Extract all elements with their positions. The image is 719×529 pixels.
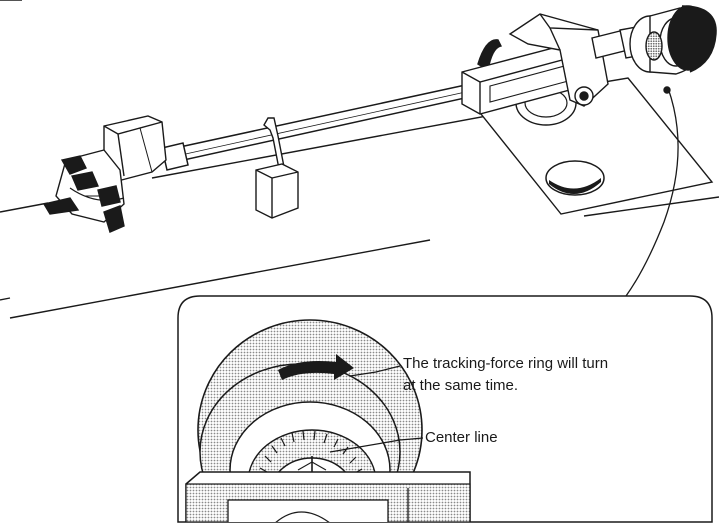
counterweight bbox=[591, 5, 717, 94]
center-line-callout: Center line bbox=[425, 427, 498, 449]
plinth-edges bbox=[0, 0, 719, 319]
center-line-leader bbox=[329, 437, 424, 453]
zoom-leader-line bbox=[625, 87, 679, 297]
zoom-inset bbox=[177, 295, 713, 523]
center-line-text: Center line bbox=[425, 429, 498, 446]
tracking-ring-text-line1: The tracking-force ring will turn bbox=[403, 355, 609, 372]
rotation-arrow-icon bbox=[278, 354, 354, 380]
tracking-ring-leader bbox=[349, 365, 401, 377]
tracking-ring-text-line2: at the same time. bbox=[403, 377, 519, 394]
tracking-force-ring-callout: The tracking-force ring will turn at the… bbox=[403, 353, 608, 397]
tonearm-tube bbox=[161, 83, 475, 171]
headshell bbox=[42, 115, 167, 233]
gimbal-assembly bbox=[461, 13, 609, 115]
lift-arm bbox=[477, 39, 503, 72]
arm-rest bbox=[255, 117, 299, 219]
